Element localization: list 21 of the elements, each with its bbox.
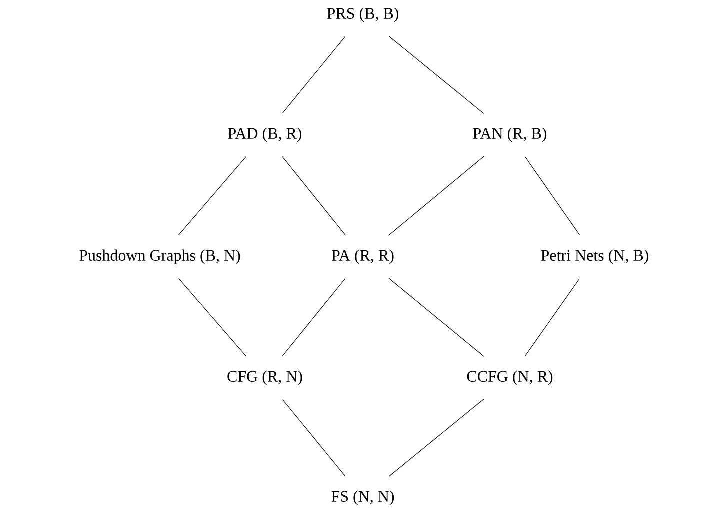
connector-line	[525, 278, 580, 356]
connector-line	[282, 399, 346, 477]
connector-line	[524, 156, 580, 236]
node-label: CCFG (N, R)	[467, 370, 553, 386]
connector-line	[388, 399, 484, 477]
connector-line	[282, 36, 346, 114]
node-label: CFG (R, N)	[228, 370, 302, 386]
node-label: PAD (B, R)	[228, 128, 302, 142]
connector-line	[388, 36, 484, 114]
connector-line	[178, 278, 246, 357]
connector-line	[282, 156, 346, 236]
connector-line	[178, 156, 247, 236]
node-label: PRS (B, B)	[327, 8, 399, 22]
node-label: FS (N, N)	[332, 490, 394, 506]
node-label: PAN (R, B)	[473, 128, 547, 142]
node-label: PA (R, R)	[332, 250, 394, 264]
connector-line	[282, 278, 346, 357]
node-label: Pushdown Graphs (B, N)	[80, 250, 240, 264]
connector-line	[388, 278, 484, 357]
connector-line	[388, 156, 485, 236]
node-label: Petri Nets (N, B)	[541, 250, 649, 264]
